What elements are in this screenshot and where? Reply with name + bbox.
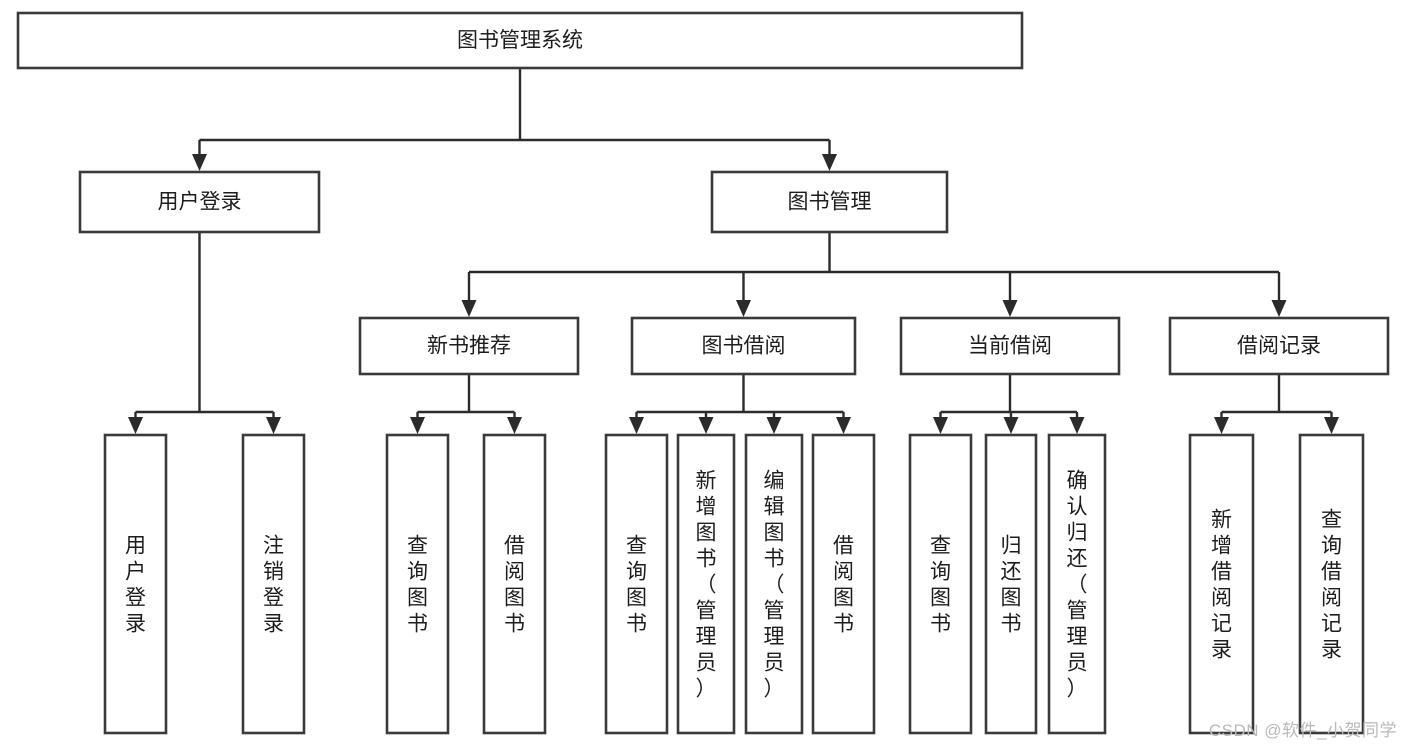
node-leaf-4-box[interactable] bbox=[604, 433, 669, 735]
edge-图书借阅-to-leaves bbox=[629, 374, 851, 434]
arrow-head-icon bbox=[1003, 417, 1019, 434]
box-layer: 图书管理系统用户登录图书管理新书推荐图书借阅当前借阅借阅记录用户登录注销登录查询… bbox=[16, 11, 1390, 735]
node-level2-1-box[interactable] bbox=[710, 170, 949, 234]
node-level2-1-label: 图书管理 bbox=[788, 191, 872, 214]
node-level3-0-label: 新书推荐 bbox=[427, 335, 511, 358]
node-leaf-5-box[interactable] bbox=[676, 433, 736, 735]
node-leaf-8-label: 查询图书 bbox=[930, 534, 951, 635]
node-level3-3-box[interactable] bbox=[1168, 316, 1390, 376]
node-leaf-7-box[interactable] bbox=[811, 433, 876, 735]
node-leaf-10-label: 确认归还（管理员） bbox=[1067, 469, 1088, 700]
node-level2-0[interactable]: 用户登录 bbox=[78, 170, 321, 234]
arrow-head-icon bbox=[1214, 417, 1229, 434]
node-leaf-1-label: 注销登录 bbox=[263, 534, 284, 635]
node-leaf-1[interactable]: 注销登录 bbox=[241, 433, 306, 735]
edge-layer bbox=[128, 68, 1339, 434]
node-leaf-5-label: 新增图书（管理员） bbox=[696, 469, 717, 700]
edge-root-to-level2 bbox=[192, 68, 837, 171]
node-leaf-12-box[interactable] bbox=[1298, 433, 1365, 735]
arrow-head-icon bbox=[128, 417, 143, 434]
arrow-head-icon bbox=[736, 300, 751, 317]
arrow-head-icon bbox=[1271, 300, 1287, 317]
node-leaf-4-label: 查询图书 bbox=[626, 534, 647, 635]
node-leaf-6[interactable]: 编辑图书（管理员） bbox=[744, 433, 804, 735]
node-leaf-9[interactable]: 归还图书 bbox=[984, 433, 1038, 735]
node-leaf-9-box[interactable] bbox=[984, 433, 1038, 735]
arrow-head-icon bbox=[410, 417, 425, 434]
node-leaf-7-label: 借阅图书 bbox=[833, 534, 854, 635]
node-level3-3[interactable]: 借阅记录 bbox=[1168, 316, 1390, 376]
node-leaf-2-box[interactable] bbox=[385, 433, 450, 735]
node-level3-2-box[interactable] bbox=[899, 316, 1121, 376]
arrow-head-icon bbox=[933, 417, 948, 434]
node-leaf-6-box[interactable] bbox=[744, 433, 804, 735]
node-leaf-2[interactable]: 查询图书 bbox=[385, 433, 450, 735]
node-leaf-0-box[interactable] bbox=[103, 433, 168, 735]
arrow-head-icon bbox=[266, 417, 281, 434]
arrow-head-icon bbox=[1069, 417, 1085, 434]
node-root-system[interactable]: 图书管理系统 bbox=[16, 11, 1024, 70]
node-level3-1-label: 图书借阅 bbox=[702, 335, 786, 358]
arrow-head-icon bbox=[1324, 417, 1339, 434]
arrow-head-icon bbox=[698, 417, 714, 434]
edge-当前借阅-to-leaves bbox=[933, 374, 1085, 434]
node-leaf-3-label: 借阅图书 bbox=[504, 534, 525, 635]
node-leaf-3[interactable]: 借阅图书 bbox=[482, 433, 547, 735]
node-leaf-1-box[interactable] bbox=[241, 433, 306, 735]
node-leaf-4[interactable]: 查询图书 bbox=[604, 433, 669, 735]
node-level3-1[interactable]: 图书借阅 bbox=[630, 316, 857, 376]
node-leaf-11[interactable]: 新增借阅记录 bbox=[1188, 433, 1255, 735]
node-leaf-0[interactable]: 用户登录 bbox=[103, 433, 168, 735]
node-leaf-6-label: 编辑图书（管理员） bbox=[764, 469, 785, 700]
arrow-head-icon bbox=[822, 154, 837, 171]
node-leaf-9-label: 归还图书 bbox=[1001, 534, 1022, 635]
node-level3-2-label: 当前借阅 bbox=[968, 335, 1052, 358]
node-leaf-8[interactable]: 查询图书 bbox=[908, 433, 973, 735]
csdn-watermark: CSDN @软件_小贺同学 bbox=[1208, 721, 1397, 740]
node-level3-1-box[interactable] bbox=[630, 316, 857, 376]
node-level2-0-label: 用户登录 bbox=[158, 191, 242, 214]
node-leaf-8-box[interactable] bbox=[908, 433, 973, 735]
node-root-system-box[interactable] bbox=[16, 11, 1024, 70]
node-level3-0-box[interactable] bbox=[358, 316, 580, 376]
arrow-head-icon bbox=[836, 417, 851, 434]
node-leaf-11-label: 新增借阅记录 bbox=[1211, 508, 1232, 661]
arrow-head-icon bbox=[461, 300, 477, 317]
arrow-head-icon bbox=[629, 417, 644, 434]
arrow-head-icon bbox=[507, 417, 522, 434]
node-leaf-2-label: 查询图书 bbox=[407, 534, 428, 635]
node-level3-3-label: 借阅记录 bbox=[1237, 335, 1321, 358]
node-leaf-7[interactable]: 借阅图书 bbox=[811, 433, 876, 735]
edge-用户登录-to-leaves bbox=[128, 232, 281, 434]
node-leaf-0-label: 用户登录 bbox=[125, 534, 146, 635]
node-level2-0-box[interactable] bbox=[78, 170, 321, 234]
edge-新书推荐-to-leaves bbox=[410, 374, 522, 434]
arrow-head-icon bbox=[192, 154, 207, 171]
node-root-system-label: 图书管理系统 bbox=[457, 29, 583, 52]
node-leaf-12[interactable]: 查询借阅记录 bbox=[1298, 433, 1365, 735]
node-leaf-11-box[interactable] bbox=[1188, 433, 1255, 735]
node-level3-2[interactable]: 当前借阅 bbox=[899, 316, 1121, 376]
node-leaf-12-label: 查询借阅记录 bbox=[1321, 508, 1342, 661]
node-leaf-5[interactable]: 新增图书（管理员） bbox=[676, 433, 736, 735]
node-leaf-10-box[interactable] bbox=[1047, 433, 1107, 735]
arrow-head-icon bbox=[766, 417, 782, 434]
node-level3-0[interactable]: 新书推荐 bbox=[358, 316, 580, 376]
node-level2-1[interactable]: 图书管理 bbox=[710, 170, 949, 234]
node-leaf-3-box[interactable] bbox=[482, 433, 547, 735]
edge-借阅记录-to-leaves bbox=[1214, 374, 1339, 434]
node-leaf-10[interactable]: 确认归还（管理员） bbox=[1047, 433, 1107, 735]
arrow-head-icon bbox=[1002, 300, 1018, 317]
edge-book-management-to-level3 bbox=[461, 232, 1287, 317]
